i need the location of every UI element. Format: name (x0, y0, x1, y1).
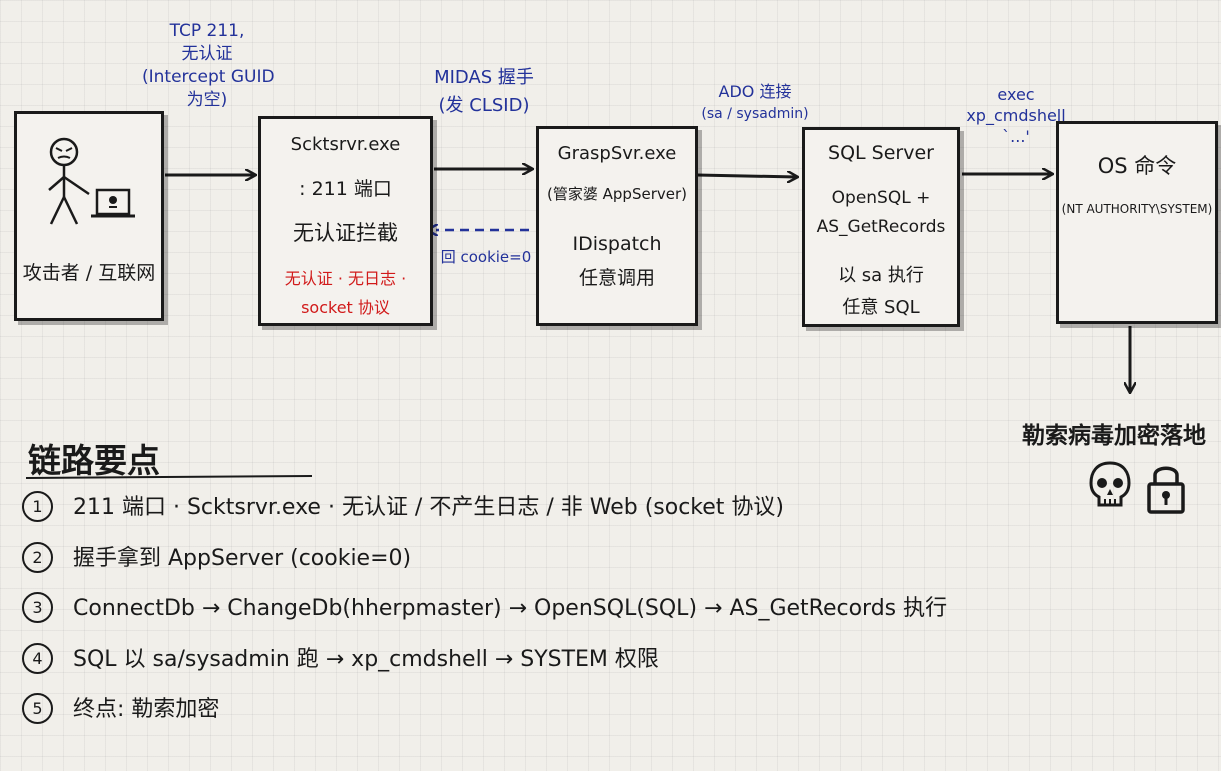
sqlserver-line4: 任意 SQL (842, 297, 920, 318)
graspsvr-line1: IDispatch (572, 233, 662, 255)
attacker-box: 攻击者 / 互联网 (14, 111, 164, 321)
scktsrvr-warn-line1: 无认证 · 无日志 · (284, 269, 407, 288)
edge-tcp-line1: TCP 211, (169, 21, 245, 41)
scktsrvr-desc: 无认证拦截 (293, 221, 398, 245)
edge-exec-line1: exec (997, 85, 1035, 104)
os-title: OS 命令 (1097, 154, 1177, 178)
note-number-5: 5 (22, 692, 53, 724)
note-text-5: 终点: 勒索加密 (73, 697, 220, 722)
os-box: OS 命令 (NT AUTHORITY\SYSTEM) (1056, 121, 1218, 324)
sqlserver-line1: OpenSQL + (831, 188, 931, 208)
scktsrvr-title: Scktsrvr.exe (290, 134, 401, 155)
note-item-3: 3 ConnectDb → ChangeDb(hherpmaster) → Ope… (22, 591, 947, 627)
skull-icon (1089, 461, 1131, 507)
graspsvr-subtitle: (管家婆 AppServer) (547, 185, 687, 203)
edge-midas-line1: MIDAS 握手 (434, 67, 534, 88)
graspsvr-line2: 任意调用 (578, 267, 655, 289)
ransomware-label: 勒索病毒加密落地 (1022, 423, 1206, 449)
attacker-figure-icon (48, 137, 135, 225)
scktsrvr-warn-line2: socket 协议 (301, 298, 390, 317)
edge-ado-line2: (sa / sysadmin) (701, 106, 809, 122)
sqlserver-line3: 以 sa 执行 (838, 265, 924, 286)
edge-ado-line1: ADO 连接 (718, 82, 792, 101)
edge-exec-line2: xp_cmdshell (966, 106, 1066, 125)
note-number-2: 2 (22, 541, 53, 573)
edge-midas-label: MIDAS 握手 (发 CLSID) (420, 64, 548, 120)
edge-midas-line2: (发 CLSID) (438, 95, 530, 116)
graspsvr-box: GraspSvr.exe (管家婆 AppServer) IDispatch 任… (536, 126, 698, 326)
scktsrvr-box: Scktsrvr.exe : 211 端口 无认证拦截 无认证 · 无日志 · … (258, 116, 433, 326)
edge-tcp-line4: 为空) (186, 90, 228, 110)
edge-exec-line3: `...' (1002, 127, 1030, 146)
arrow-graspsvr-to-sqlserver (696, 175, 797, 177)
sqlserver-title: SQL Server (828, 142, 934, 164)
note-number-4: 4 (22, 642, 53, 674)
padlock-icon (1147, 466, 1185, 514)
note-item-5: 5 终点: 勒索加密 (22, 692, 219, 728)
note-number-1: 1 (22, 490, 53, 522)
cookie-return-label: 回 cookie=0 (440, 248, 532, 266)
note-text-3: ConnectDb → ChangeDb(hherpmaster) → Open… (73, 596, 948, 621)
scktsrvr-port: : 211 端口 (299, 178, 392, 200)
note-item-2: 2 握手拿到 AppServer (cookie=0) (22, 541, 411, 577)
edge-ado-label: ADO 连接 (sa / sysadmin) (695, 80, 815, 126)
sqlserver-line2: AS_GetRecords (816, 217, 946, 237)
note-text-1: 211 端口 · Scktsrvr.exe · 无认证 / 不产生日志 / 非 … (73, 495, 784, 520)
note-text-4: SQL 以 sa/sysadmin 跑 → xp_cmdshell → SYST… (73, 647, 659, 672)
note-text-2: 握手拿到 AppServer (cookie=0) (73, 546, 412, 571)
note-item-4: 4 SQL 以 sa/sysadmin 跑 → xp_cmdshell → SYS… (22, 642, 659, 678)
edge-tcp-line2: 无认证 (181, 44, 233, 64)
edge-tcp-line3: (Intercept GUID (142, 67, 275, 87)
os-subtitle: (NT AUTHORITY\SYSTEM) (1061, 202, 1213, 216)
sqlserver-box: SQL Server OpenSQL + AS_GetRecords 以 sa … (802, 127, 960, 327)
edge-tcp-label: TCP 211, 无认证 (Intercept GUID 为空) (142, 20, 275, 112)
graspsvr-title: GraspSvr.exe (557, 143, 677, 164)
note-number-3: 3 (22, 591, 53, 623)
edge-exec-label: exec xp_cmdshell `...' (962, 84, 1070, 147)
notes-title: 链路要点 (28, 441, 160, 480)
note-item-1: 1 211 端口 · Scktsrvr.exe · 无认证 / 不产生日志 / 非… (22, 490, 784, 526)
attacker-label: 攻击者 / 互联网 (22, 262, 156, 284)
